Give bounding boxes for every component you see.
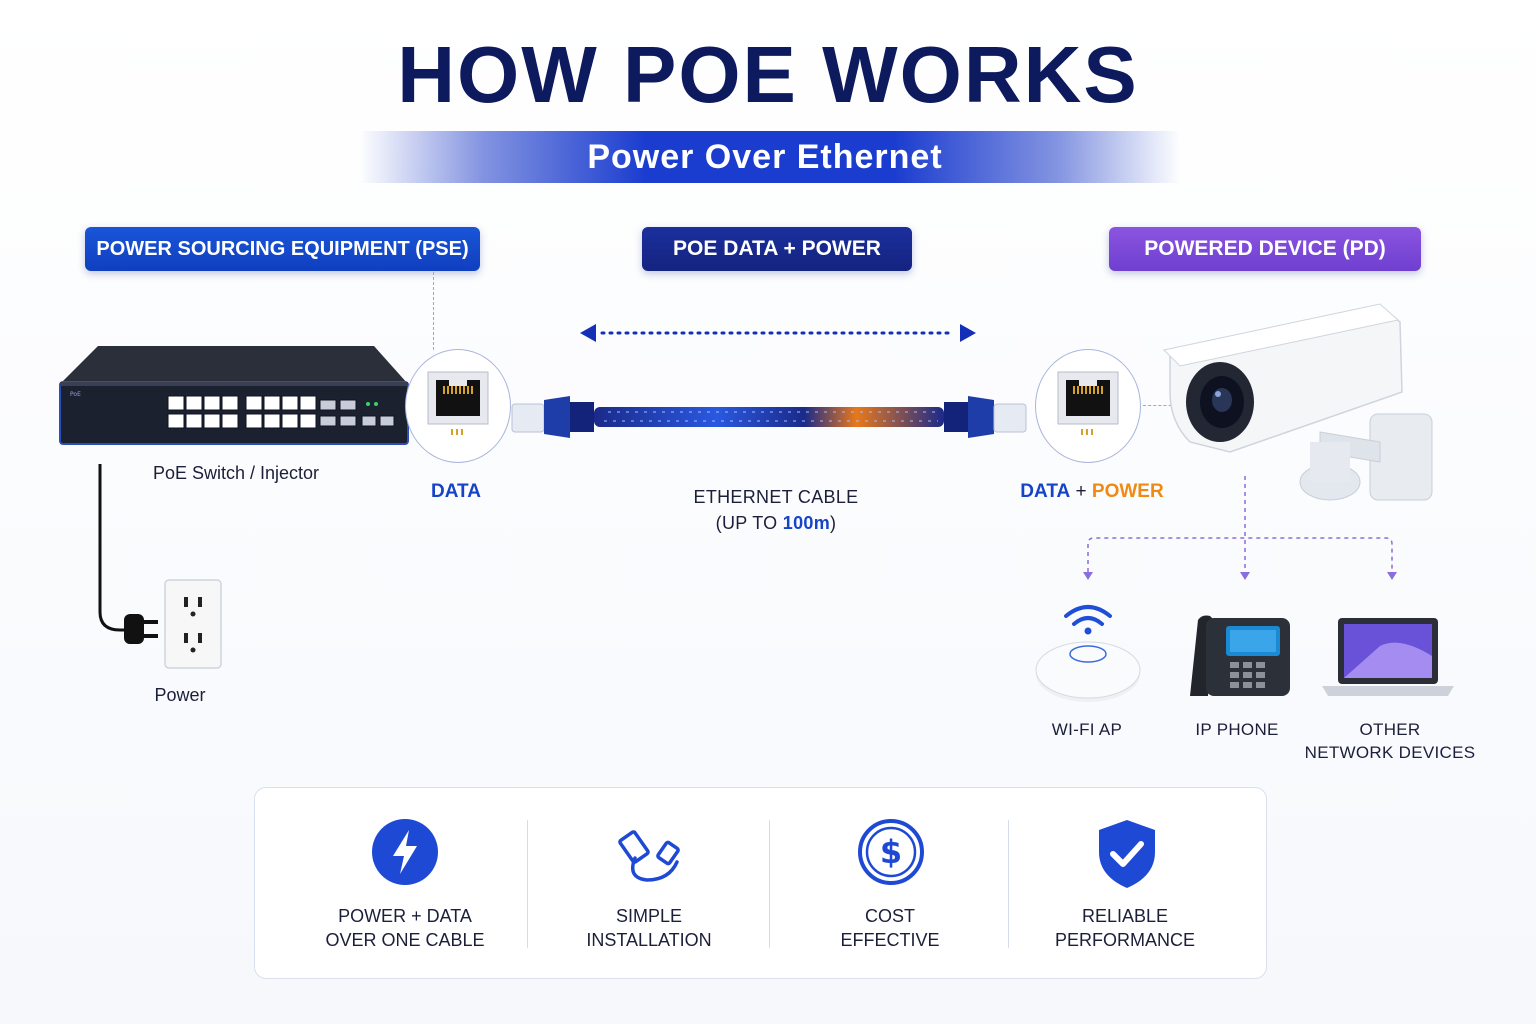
svg-text:$: $ bbox=[880, 833, 902, 871]
ethernet-plug-icon bbox=[617, 818, 685, 891]
dollar-coin-icon: $ bbox=[857, 818, 925, 891]
rj45-port-icon bbox=[1057, 371, 1119, 435]
rj45-port-icon bbox=[427, 371, 489, 435]
svg-text:PoE: PoE bbox=[70, 391, 81, 398]
poe-switch-illustration: PoE bbox=[58, 344, 410, 448]
pse-connector-line bbox=[433, 272, 434, 350]
wall-outlet-icon bbox=[164, 579, 222, 669]
pd-branch-connector bbox=[1080, 476, 1400, 586]
page-subtitle: Power Over Ethernet bbox=[587, 137, 943, 176]
pse-port-label: DATA bbox=[431, 481, 481, 502]
pd-port-circle bbox=[1035, 349, 1141, 463]
shield-check-icon bbox=[1093, 818, 1161, 895]
pse-device-label: PoE Switch / Injector bbox=[152, 463, 320, 483]
ip-phone-icon bbox=[1180, 614, 1300, 704]
device-label-other: OTHER NETWORK DEVICES bbox=[1304, 720, 1476, 762]
page-title: HOW POE WORKS bbox=[397, 30, 1139, 119]
subtitle-banner: Power Over Ethernet bbox=[360, 131, 1180, 183]
wifi-access-point-icon bbox=[1032, 598, 1144, 706]
power-label: Power bbox=[154, 685, 206, 705]
pse-section-label: POWER SOURCING EQUIPMENT (PSE) bbox=[85, 227, 480, 271]
cable-caption: ETHERNET CABLE (UP TO 100m) bbox=[656, 484, 896, 536]
security-camera-illustration bbox=[1160, 302, 1440, 502]
pse-port-circle bbox=[405, 349, 511, 463]
bidirectional-arrow bbox=[578, 322, 978, 344]
pd-section-label: POWERED DEVICE (PD) bbox=[1109, 227, 1421, 271]
poe-section-label: POE DATA + POWER bbox=[642, 227, 912, 271]
pd-connector-line bbox=[1143, 405, 1187, 406]
lightning-bolt-icon bbox=[371, 818, 439, 891]
device-label-ip-phone: IP PHONE bbox=[1195, 720, 1279, 739]
cable-caption-line1: ETHERNET CABLE bbox=[693, 487, 859, 507]
pd-port-label: DATA + POWER bbox=[1020, 481, 1164, 502]
power-cord bbox=[90, 462, 170, 652]
ethernet-cable-illustration bbox=[508, 386, 1040, 448]
cable-length-value: 100m bbox=[782, 513, 831, 533]
device-label-wifi-ap: WI-FI AP bbox=[1051, 720, 1123, 739]
cable-caption-line2: (UP TO 100m) bbox=[715, 513, 837, 533]
laptop-icon bbox=[1320, 616, 1456, 700]
